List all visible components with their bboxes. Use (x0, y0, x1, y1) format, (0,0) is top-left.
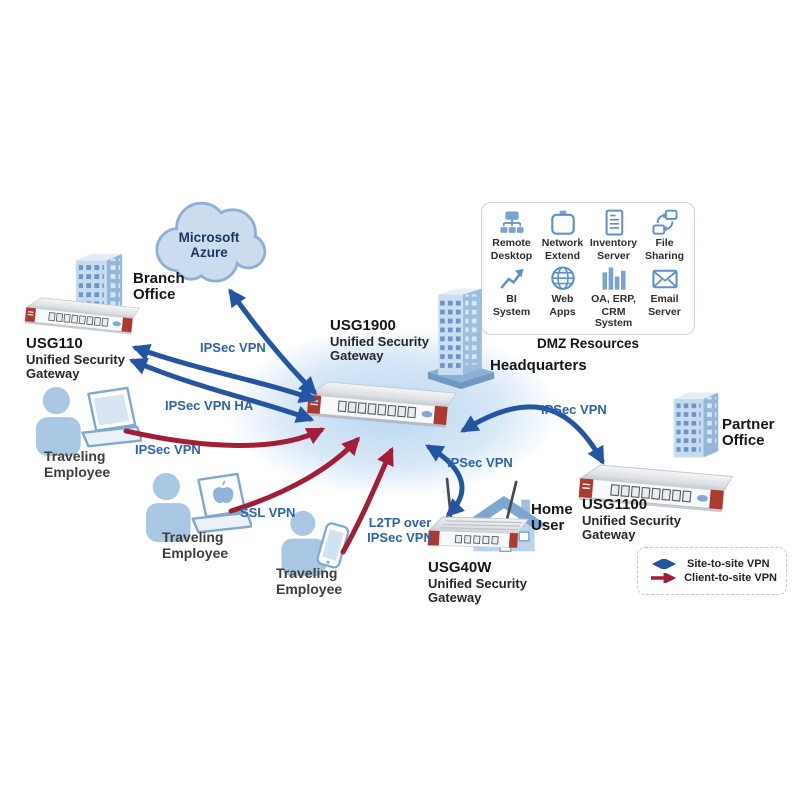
dmz-item-oa-erp-crm: OA, ERP, CRM System (588, 265, 639, 330)
email-server-icon (651, 269, 678, 289)
traveling-employee-1 (30, 386, 142, 456)
file-sharing-icon (652, 209, 677, 235)
dmz-resources-panel: Remote Desktop Network Extend Inventory … (481, 202, 695, 335)
partner-vpn-label: IPSec VPN (541, 402, 607, 417)
dmz-item-bi-system: BI System (486, 265, 537, 330)
usg110-device (20, 293, 141, 337)
site-to-site-arrow-icon (651, 559, 677, 569)
traveling-employee-2-label: Traveling Employee (162, 529, 229, 562)
person-laptop-icon (35, 386, 142, 456)
inventory-server-icon (605, 209, 623, 236)
legend-panel: Site-to-site VPN Client-to-site VPN (637, 547, 787, 595)
apple-logo-icon (213, 480, 234, 504)
network-extend-icon (550, 210, 575, 235)
dmz-item-file-sharing: File Sharing (639, 209, 690, 265)
employee2-vpn-label: SSL VPN (240, 505, 296, 520)
employee1-vpn-label: IPSec VPN (135, 442, 201, 457)
bi-system-icon (499, 268, 524, 289)
firewall-appliance-icon (24, 297, 140, 335)
dmz-resources-title: DMZ Resources (536, 336, 640, 351)
client-to-site-arrow-icon (651, 573, 677, 583)
partner-office-label: Partner Office (722, 416, 775, 450)
traveling-employee-1-label: Traveling Employee (44, 448, 111, 481)
employee3-vpn-label: L2TP over IPSec VPN (367, 515, 433, 545)
dmz-item-inventory-server: Inventory Server (588, 209, 639, 265)
legend-site-to-site: Site-to-site VPN (647, 558, 777, 570)
legend-client-to-site: Client-to-site VPN (647, 572, 777, 584)
azure-label: Microsoft Azure (178, 230, 240, 261)
person-laptop-icon (145, 472, 252, 542)
traveling-employee-2 (140, 472, 252, 542)
usg1900-device (301, 376, 458, 431)
home-user-label: Home User (531, 501, 573, 535)
usg1100-device (572, 459, 735, 516)
remote-desktop-icon (499, 211, 524, 233)
oa-erp-crm-icon (601, 267, 626, 290)
usg1900-label: USG1900 Unified Security Gateway (330, 317, 429, 363)
web-apps-icon (550, 266, 575, 290)
usg1100-label: USG1100 Unified Security Gateway (582, 496, 681, 542)
azure-vpn-label: IPSec VPN (200, 340, 266, 355)
dmz-item-remote-desktop: Remote Desktop (486, 209, 537, 265)
partner-office-building (668, 386, 724, 464)
dmz-item-network-extend: Network Extend (537, 209, 588, 265)
person-phone-icon (281, 510, 350, 577)
firewall-appliance-icon (578, 464, 734, 513)
dmz-item-email-server: Email Server (639, 265, 690, 330)
usg40w-label: USG40W Unified Security Gateway (428, 559, 527, 605)
traveling-employee-3-label: Traveling Employee (276, 565, 343, 598)
skyscraper-icon (427, 288, 495, 390)
azure-cloud: Microsoft Azure (148, 196, 270, 292)
branch-ha-vpn-label: IPSec VPN HA (165, 398, 254, 413)
branch-office-label: Branch Office (133, 270, 185, 304)
home-vpn-label: IPSec VPN (447, 455, 513, 470)
cloud-icon (155, 201, 267, 283)
headquarters-building (424, 283, 498, 391)
usg110-label: USG110 Unified Security Gateway (26, 335, 125, 381)
dmz-item-web-apps: Web Apps (537, 265, 588, 330)
office-building-icon (673, 392, 719, 458)
firewall-appliance-icon (306, 381, 457, 428)
traveling-employee-3 (276, 510, 352, 577)
headquarters-label: Headquarters (490, 357, 587, 374)
